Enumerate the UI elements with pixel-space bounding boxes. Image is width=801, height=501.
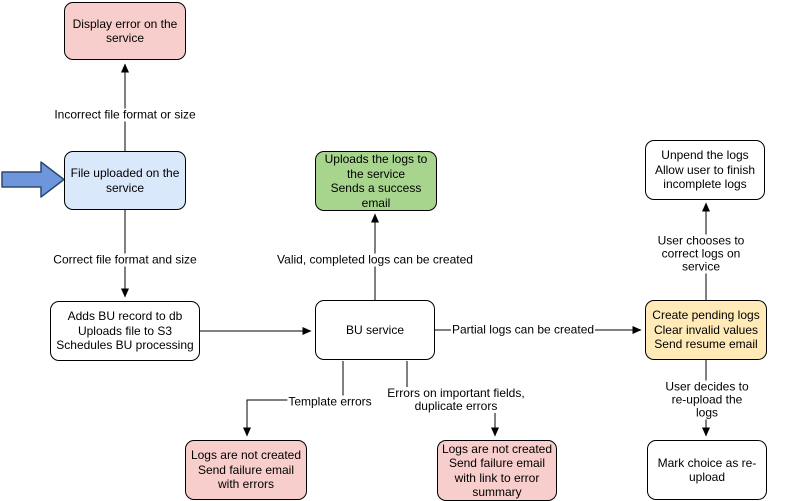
node-unpend-logs: Unpend the logs Allow user to finish inc… xyxy=(645,140,765,200)
input-arrow-icon xyxy=(1,161,65,198)
edge-label-incorrect-file: Incorrect file format or size xyxy=(53,107,197,122)
edge-label-user-chooses: User chooses to correct logs on service xyxy=(651,234,751,274)
node-display-error: Display error on the service xyxy=(64,2,186,60)
node-bu-service: BU service xyxy=(315,300,435,360)
node-logs-failure-errors: Logs are not created Send failure email … xyxy=(185,440,307,500)
edge-label-correct-file: Correct file format and size xyxy=(52,252,198,267)
node-uploads-logs-success: Uploads the logs to the service Sends a … xyxy=(315,151,437,211)
node-adds-bu-record: Adds BU record to db Uploads file to S3 … xyxy=(50,301,200,361)
edge-label-user-decides: User decides to re-upload the logs xyxy=(660,380,754,420)
edge-label-template-errors: Template errors xyxy=(287,394,373,409)
edge-label-valid-logs: Valid, completed logs can be created xyxy=(276,252,474,267)
node-logs-failure-summary: Logs are not created Send failure email … xyxy=(437,440,557,501)
edge-label-field-errors: Errors on important fields, duplicate er… xyxy=(386,386,526,413)
node-mark-choice-reupload: Mark choice as re- upload xyxy=(647,440,767,500)
node-create-pending-logs: Create pending logs Clear invalid values… xyxy=(645,300,767,360)
node-file-uploaded: File uploaded on the service xyxy=(64,151,186,210)
edge-label-partial-logs: Partial logs can be created xyxy=(450,322,596,337)
